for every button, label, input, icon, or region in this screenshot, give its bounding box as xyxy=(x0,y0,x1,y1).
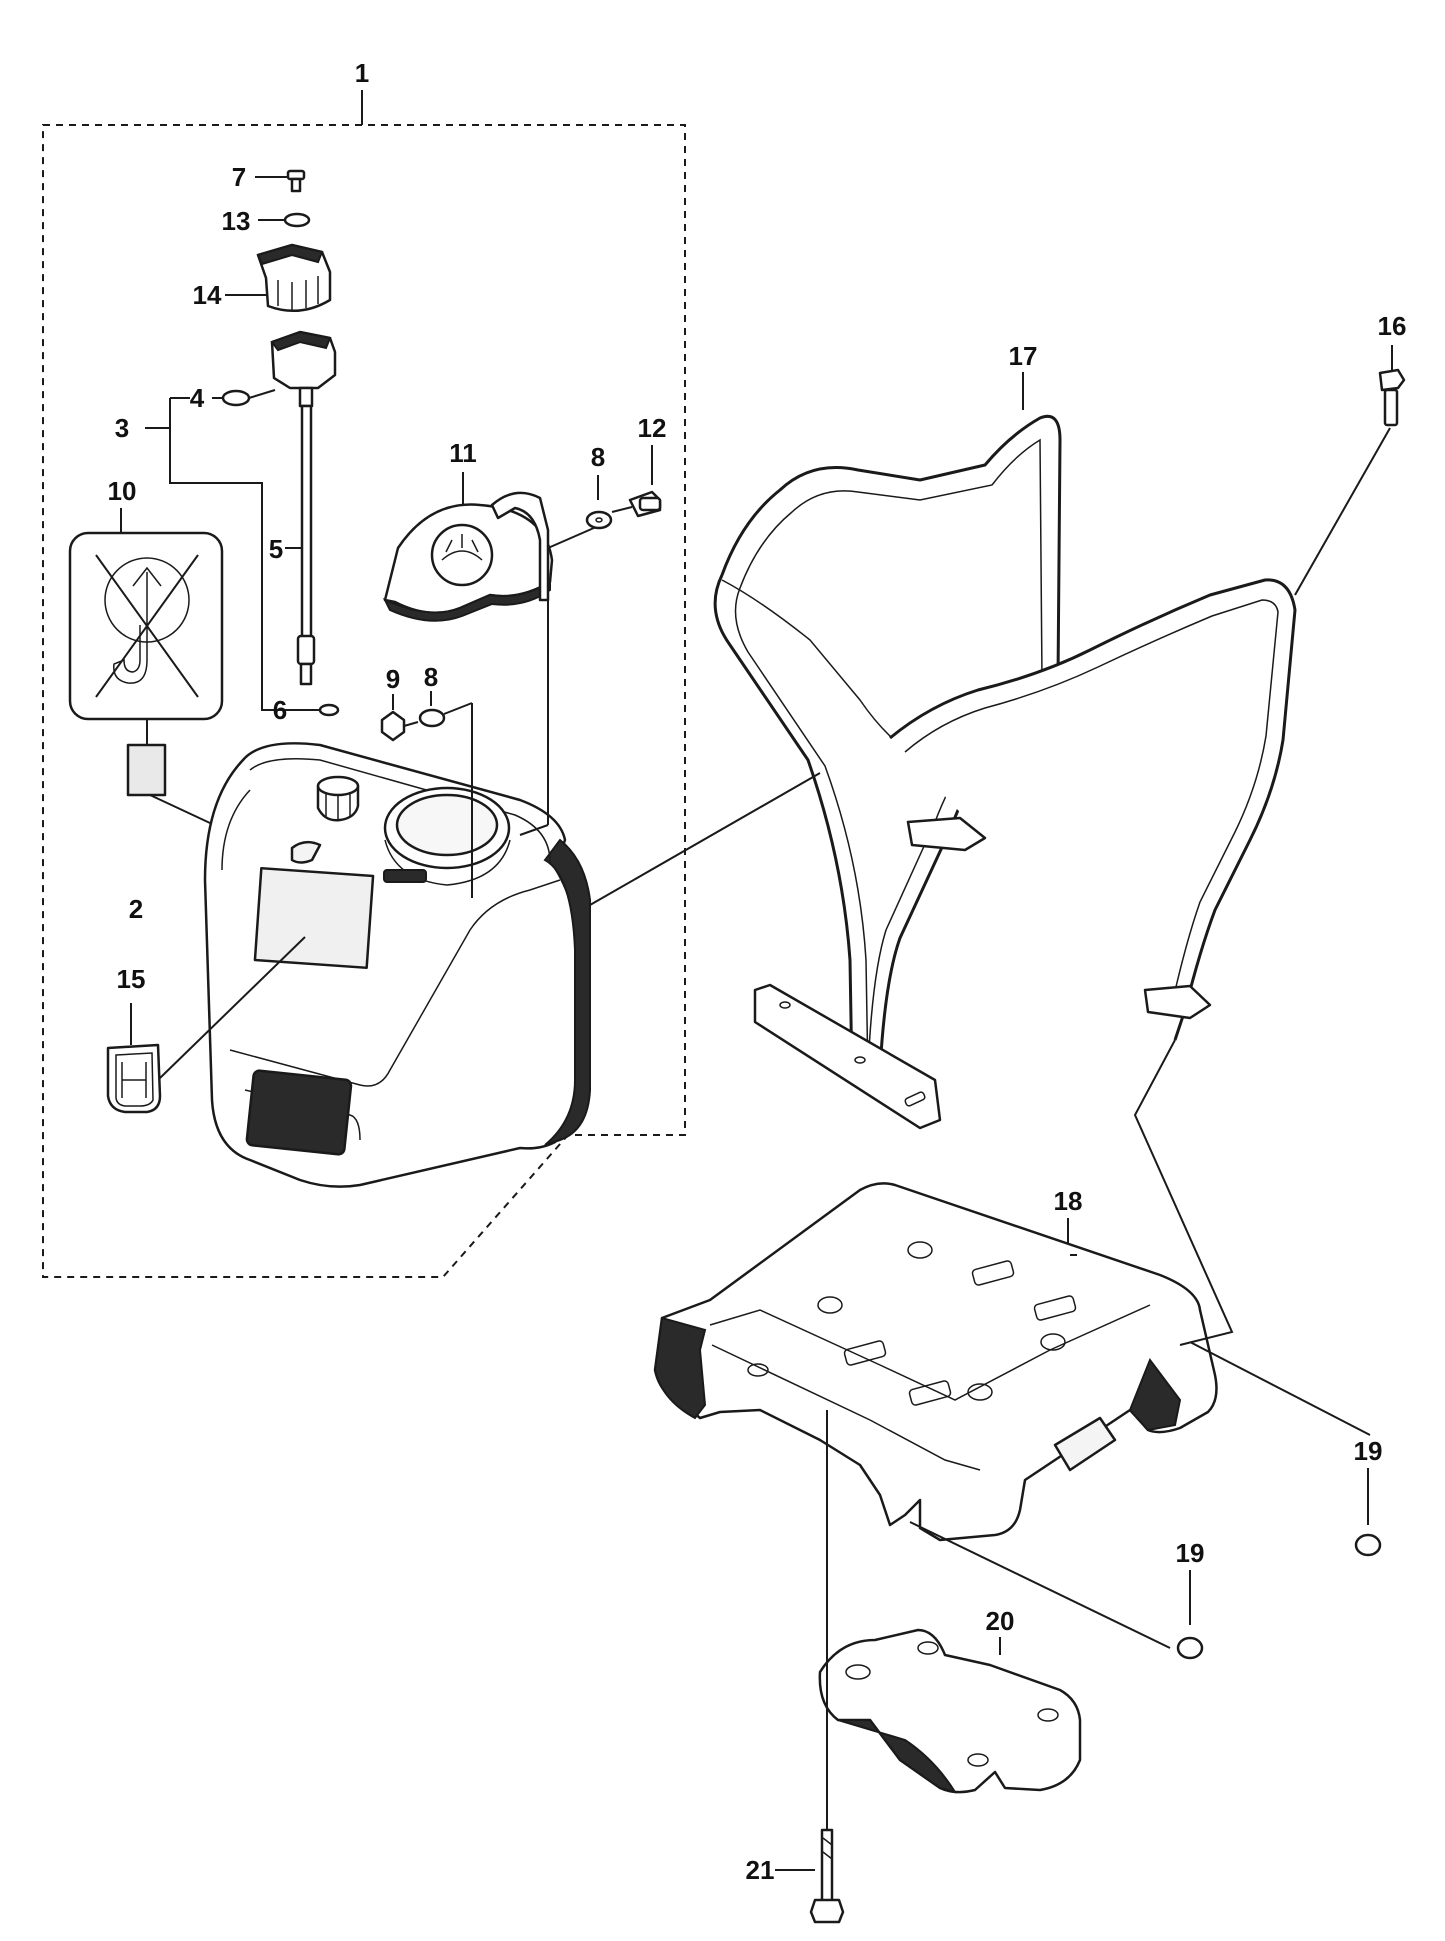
callout-15: 15 xyxy=(117,964,146,994)
callout-11: 11 xyxy=(449,438,477,468)
callout-19-right: 19 xyxy=(1354,1436,1383,1466)
callout-18: 18 xyxy=(1054,1186,1083,1216)
callout-10: 10 xyxy=(108,476,137,506)
callout-4: 4 xyxy=(190,383,205,413)
callout-6: 6 xyxy=(273,695,287,725)
callout-2: 2 xyxy=(129,894,143,924)
part-17-frame xyxy=(589,372,1297,1130)
part-8-washer-top xyxy=(519,475,613,836)
callout-7: 7 xyxy=(232,162,246,192)
callout-21: 21 xyxy=(746,1855,775,1885)
no-lifting-hook-icon xyxy=(95,554,199,698)
callout-1: 1 xyxy=(355,58,369,88)
part-11-tank-cover xyxy=(382,472,554,622)
callout-8-lower: 8 xyxy=(424,662,438,692)
part-15-logo-badge xyxy=(106,936,306,1114)
part-4-o-ring xyxy=(212,389,276,407)
part-20-damper xyxy=(818,1628,1082,1794)
part-13-washer xyxy=(258,212,311,228)
callout-5: 5 xyxy=(269,534,283,564)
callout-13: 13 xyxy=(222,206,251,236)
callout-8-top: 8 xyxy=(591,442,605,472)
part-18-base-plate xyxy=(653,1039,1371,1649)
part-3-bracket-lines xyxy=(145,397,302,711)
part-19-washer-right xyxy=(1354,1468,1382,1557)
part-10-no-lifting-decal xyxy=(68,508,291,869)
callout-9: 9 xyxy=(386,664,400,694)
part-5-level-gauge xyxy=(270,330,337,686)
part-6-seal xyxy=(293,703,340,717)
callout-19-left: 19 xyxy=(1176,1538,1205,1568)
callout-20: 20 xyxy=(986,1606,1015,1636)
callout-17: 17 xyxy=(1009,341,1038,371)
part-16-bolt xyxy=(1294,345,1406,596)
part-7-screw xyxy=(255,169,306,193)
callout-12: 12 xyxy=(638,413,667,443)
callout-16: 16 xyxy=(1378,311,1407,341)
callout-14: 14 xyxy=(193,280,222,310)
part-21-bolt xyxy=(775,1410,845,1924)
part-8-washer-lower xyxy=(418,691,473,898)
callout-labels: 1 2 3 4 5 6 7 8 8 9 10 11 12 13 14 15 16… xyxy=(108,58,1407,1885)
part-14-fuel-cap xyxy=(225,243,332,312)
part-19-washer-left xyxy=(1176,1570,1204,1660)
brand-h-logo-icon xyxy=(106,1043,162,1114)
callout-3: 3 xyxy=(115,413,129,443)
part-9-nut xyxy=(380,694,419,742)
part-2-fuel-tank xyxy=(203,742,591,1188)
